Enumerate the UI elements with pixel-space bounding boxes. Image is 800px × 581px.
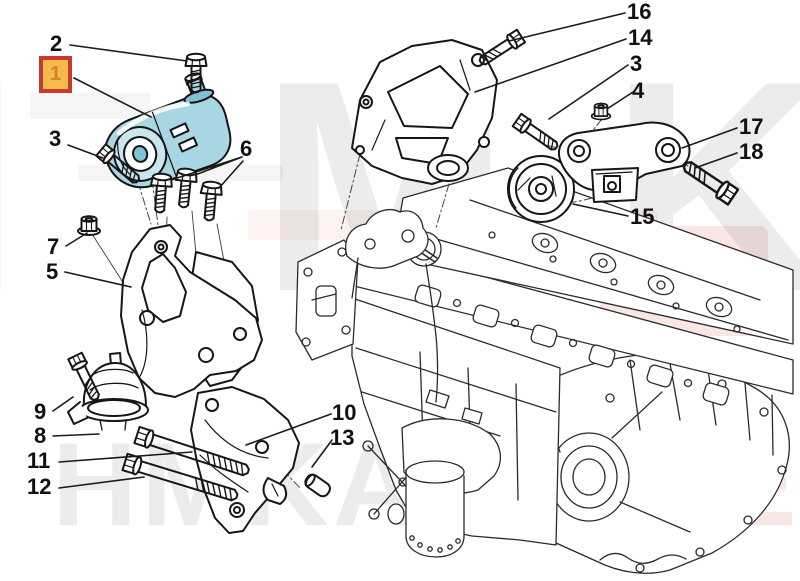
callout-3-left[interactable]: 3 [49,126,62,151]
callout-16[interactable]: 16 [627,0,652,24]
part-10-bracket [190,386,300,534]
callout-8[interactable]: 8 [34,423,47,448]
callout-15[interactable]: 15 [630,204,655,229]
part-17-bracket [558,121,691,203]
callout-13[interactable]: 13 [330,425,355,450]
callout-7[interactable]: 7 [47,234,60,259]
part-4-nut [590,102,612,121]
callout-17[interactable]: 17 [739,114,764,139]
callout-10[interactable]: 10 [332,400,357,425]
part-8-mount [67,352,149,431]
callout-3-right[interactable]: 3 [630,51,643,76]
engine-line-art [295,167,794,574]
part-3-bolt-right [511,112,562,156]
part-18-bolt [678,155,740,207]
part-15-damper [507,155,575,223]
callout-6[interactable]: 6 [240,136,253,161]
part-7-nut [77,215,101,236]
callout-4[interactable]: 4 [632,78,645,103]
callout-1-number: 1 [49,63,62,85]
callout-12[interactable]: 12 [27,474,52,499]
part-5-bracket [120,224,263,398]
callout-9[interactable]: 9 [34,399,47,424]
callout-2[interactable]: 2 [50,31,63,56]
part-6-bolt-b [171,166,199,210]
highlighted-callout-1[interactable]: 1 [39,56,72,93]
part-14-bracket [351,39,498,185]
part-6-bolt-a [148,172,174,215]
part-13-pin [304,473,331,498]
callout-5[interactable]: 5 [46,259,59,284]
callout-11[interactable]: 11 [27,448,51,473]
callout-14[interactable]: 14 [628,25,653,50]
callout-18[interactable]: 18 [739,139,764,164]
